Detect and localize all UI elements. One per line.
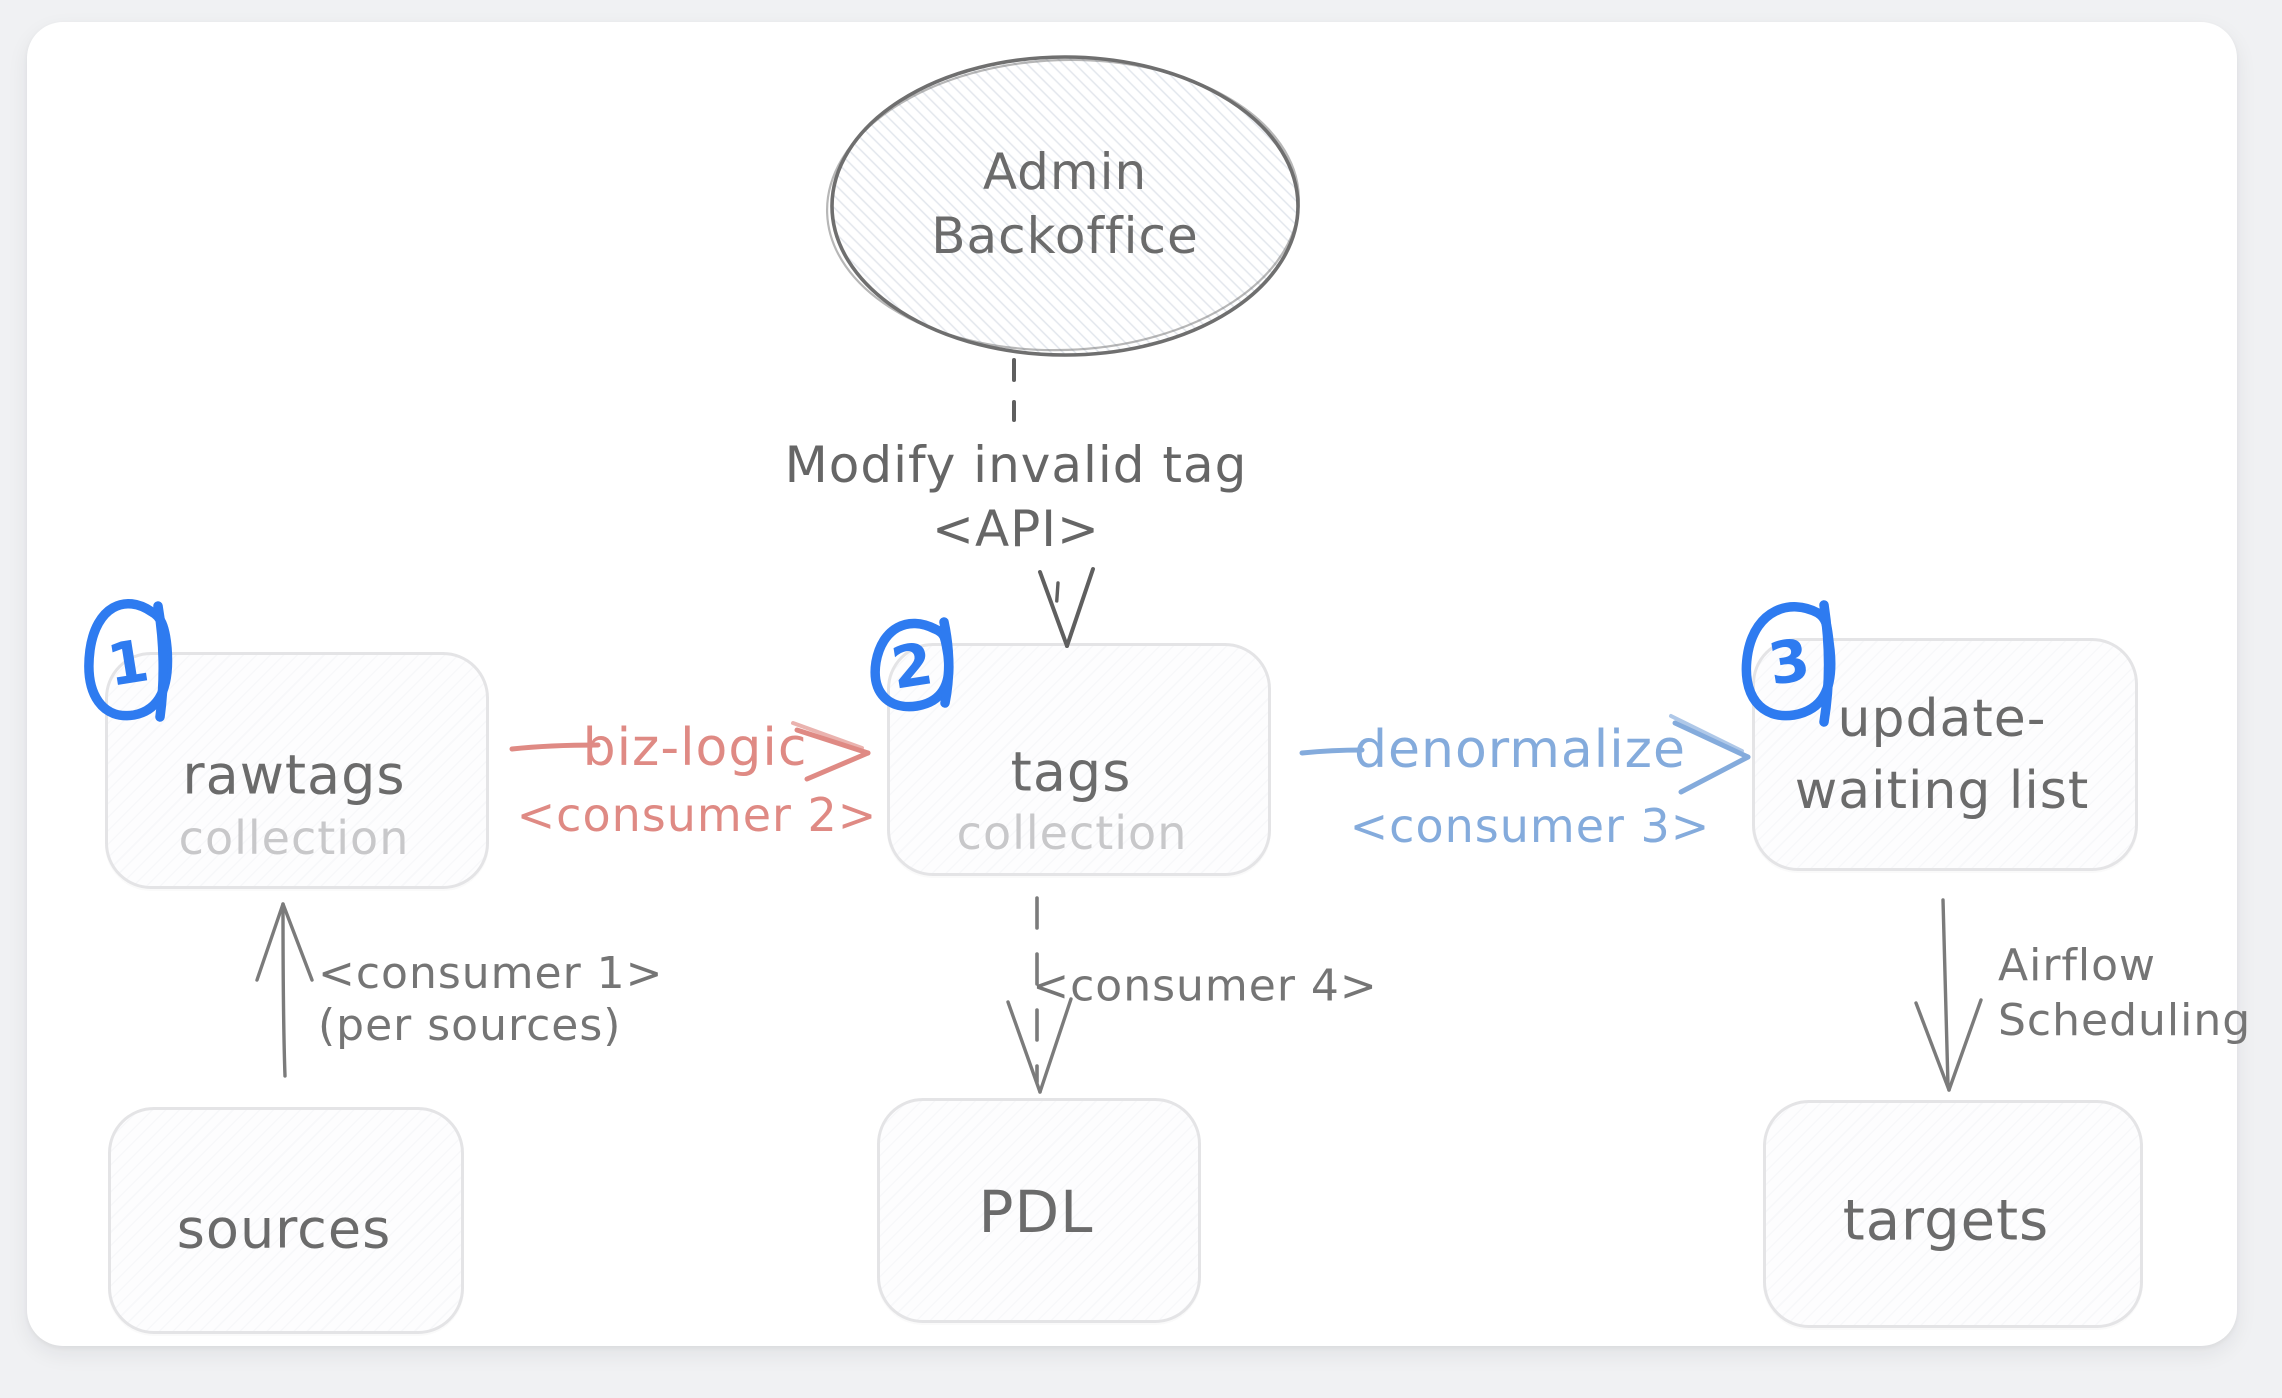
consumer4-label: <consumer 4> bbox=[1032, 960, 1378, 1012]
admin-backoffice-ellipse bbox=[825, 55, 1301, 357]
node-sources-box bbox=[108, 1107, 464, 1334]
sources-label: sources bbox=[176, 1197, 392, 1261]
admin-backoffice-label-line1: Admin bbox=[982, 143, 1148, 201]
node-pdl-box bbox=[877, 1098, 1201, 1323]
airflow-scheduling-label: Airflow Scheduling bbox=[1998, 938, 2251, 1048]
biz-logic-sublabel: <consumer 2> bbox=[516, 788, 878, 842]
consumer1-line1: <consumer 1> bbox=[318, 948, 664, 999]
api-arrowhead bbox=[1038, 567, 1095, 648]
modify-invalid-tag-line1: Modify invalid tag bbox=[784, 436, 1248, 494]
node-update-waiting-list-box bbox=[1752, 638, 2138, 871]
tags-label: tags bbox=[1010, 740, 1132, 804]
consumer1-line2: (per sources) bbox=[318, 1000, 622, 1051]
badge-2-circle bbox=[870, 617, 954, 712]
consumer1-label: <consumer 1> (per sources) bbox=[318, 948, 664, 1052]
targets-label: targets bbox=[1842, 1188, 2050, 1254]
airflow-line1: Airflow bbox=[1998, 940, 2157, 991]
biz-logic-label: biz-logic bbox=[582, 718, 808, 778]
consumer1-arrow bbox=[255, 902, 314, 1078]
pdl-label: PDL bbox=[978, 1178, 1094, 1246]
denormalize-label: denormalize bbox=[1354, 720, 1686, 780]
consumer4-dashed-arrow bbox=[1006, 896, 1073, 1094]
update-waiting-list-label: update- waiting list bbox=[1795, 683, 2090, 827]
node-rawtags-box bbox=[105, 652, 489, 889]
biz-logic-arrow bbox=[509, 721, 871, 782]
denormalize-arrow bbox=[1299, 714, 1751, 795]
admin-backoffice-label: Admin Backoffice bbox=[931, 140, 1199, 268]
badge-1-circle bbox=[84, 598, 173, 722]
airflow-arrow bbox=[1914, 898, 1983, 1092]
node-tags-box bbox=[887, 643, 1271, 876]
node-targets-box bbox=[1763, 1100, 2143, 1328]
rawtags-sublabel: collection bbox=[178, 811, 410, 865]
update-waiting-list-line1: update- bbox=[1837, 689, 2047, 749]
rawtags-label: rawtags bbox=[182, 743, 406, 807]
denormalize-sublabel: <consumer 3> bbox=[1349, 799, 1711, 853]
badge-3-circle bbox=[1741, 600, 1836, 727]
update-waiting-list-line2: waiting list bbox=[1794, 761, 2090, 821]
modify-invalid-tag-label: Modify invalid tag <API> bbox=[785, 433, 1248, 561]
airflow-line2: Scheduling bbox=[1998, 995, 2252, 1046]
admin-backoffice-label-line2: Backoffice bbox=[931, 207, 1199, 265]
tags-sublabel: collection bbox=[956, 806, 1188, 860]
modify-invalid-tag-line2: <API> bbox=[932, 500, 1100, 558]
